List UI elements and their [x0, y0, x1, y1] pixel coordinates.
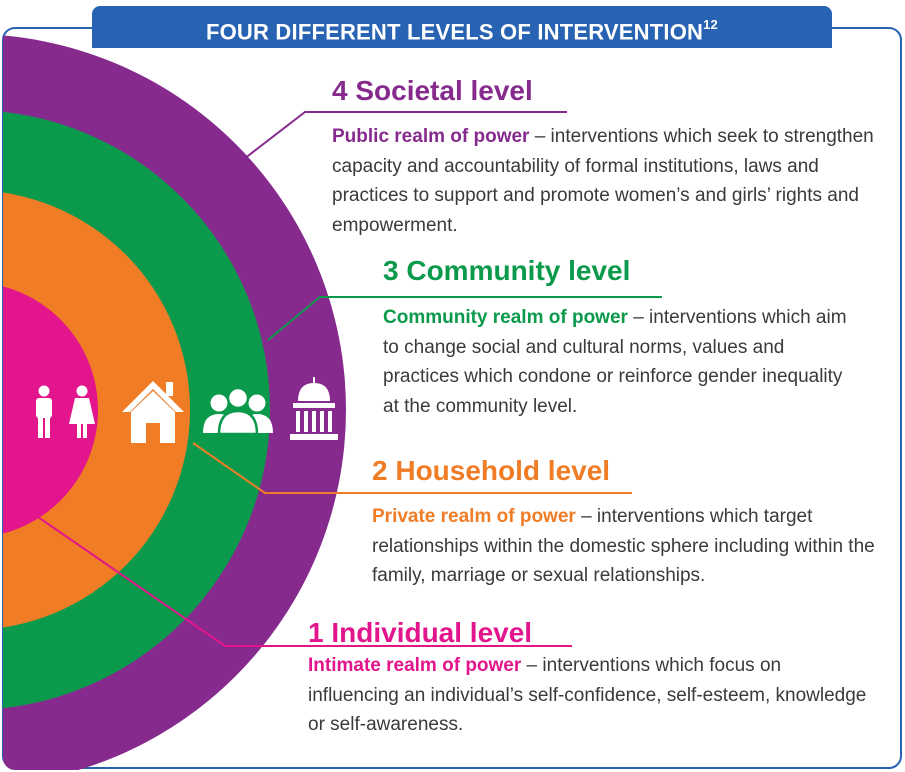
title-bar: [92, 6, 832, 48]
level-heading-individual: 1 Individual level: [308, 617, 533, 648]
government-building-icon: [290, 377, 338, 440]
ring-household: [3, 190, 190, 630]
leader-line-societal: [239, 111, 567, 163]
realm-text-societal: – interventions which seek to strengthen…: [332, 126, 874, 236]
house-icon: [122, 381, 184, 443]
realm-label-societal: Public realm of power: [332, 126, 530, 147]
ring-individual: [3, 282, 98, 538]
leader-line-household: [192, 442, 632, 494]
level-heading-societal: 4 Societal level: [332, 75, 533, 106]
realm-text-individual: – interventions which focus on influenci…: [308, 655, 867, 735]
level-description-community: Community realm of power – interventions…: [383, 303, 863, 421]
man-woman-icon: [36, 385, 95, 438]
leader-line-individual: [37, 516, 572, 647]
realm-label-household: Private realm of power: [372, 506, 576, 527]
group-of-people-icon: [203, 386, 273, 436]
level-description-individual: Intimate realm of power – interventions …: [308, 651, 868, 740]
realm-text-community: – interventions which aim to change soci…: [383, 307, 847, 417]
level-heading-community: 3 Community level: [383, 255, 631, 286]
realm-label-community: Community realm of power: [383, 307, 628, 328]
realm-text-household: – interventions which target relationshi…: [372, 506, 875, 586]
page-title: FOUR DIFFERENT LEVELS OF INTERVENTION12: [205, 17, 718, 45]
title-footnote: 12: [703, 17, 718, 32]
level-heading-household: 2 Household level: [372, 455, 611, 486]
level-description-household: Private realm of power – interventions w…: [372, 502, 892, 591]
realm-label-individual: Intimate realm of power: [308, 655, 522, 676]
concentric-rings: [3, 34, 346, 770]
leader-line-community: [267, 296, 662, 341]
level-description-societal: Public realm of power – interventions wh…: [332, 122, 892, 240]
